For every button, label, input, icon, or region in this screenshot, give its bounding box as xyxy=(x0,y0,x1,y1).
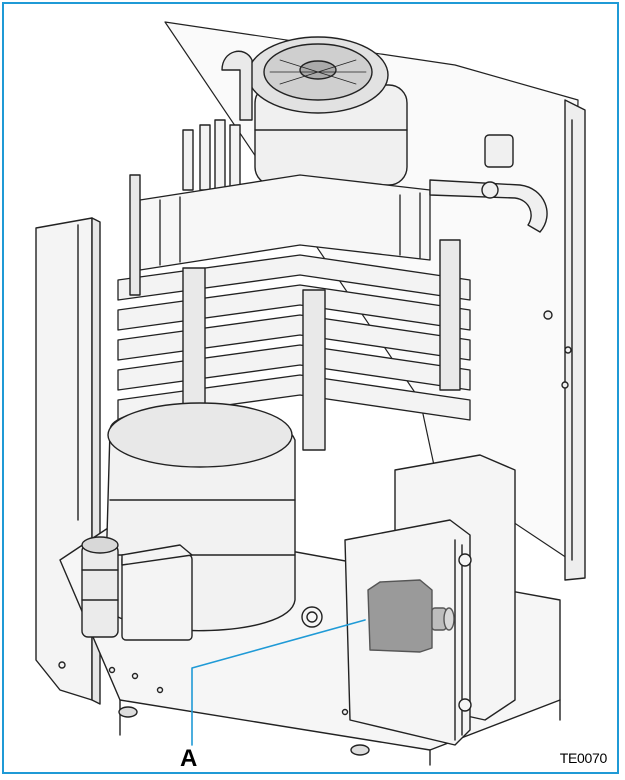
pipe-stubs xyxy=(182,119,241,191)
callout-label-a: A xyxy=(180,745,198,772)
pipe-connector xyxy=(429,134,572,389)
capacitor xyxy=(81,536,119,638)
coil-brackets xyxy=(129,174,461,451)
figure-code: TE0070 xyxy=(559,750,608,766)
callout-leader-line xyxy=(191,619,366,746)
relay-box xyxy=(121,544,193,641)
electrical-enclosure xyxy=(344,454,516,746)
highlighted-component-a xyxy=(367,579,455,653)
fan-motor xyxy=(221,36,408,186)
